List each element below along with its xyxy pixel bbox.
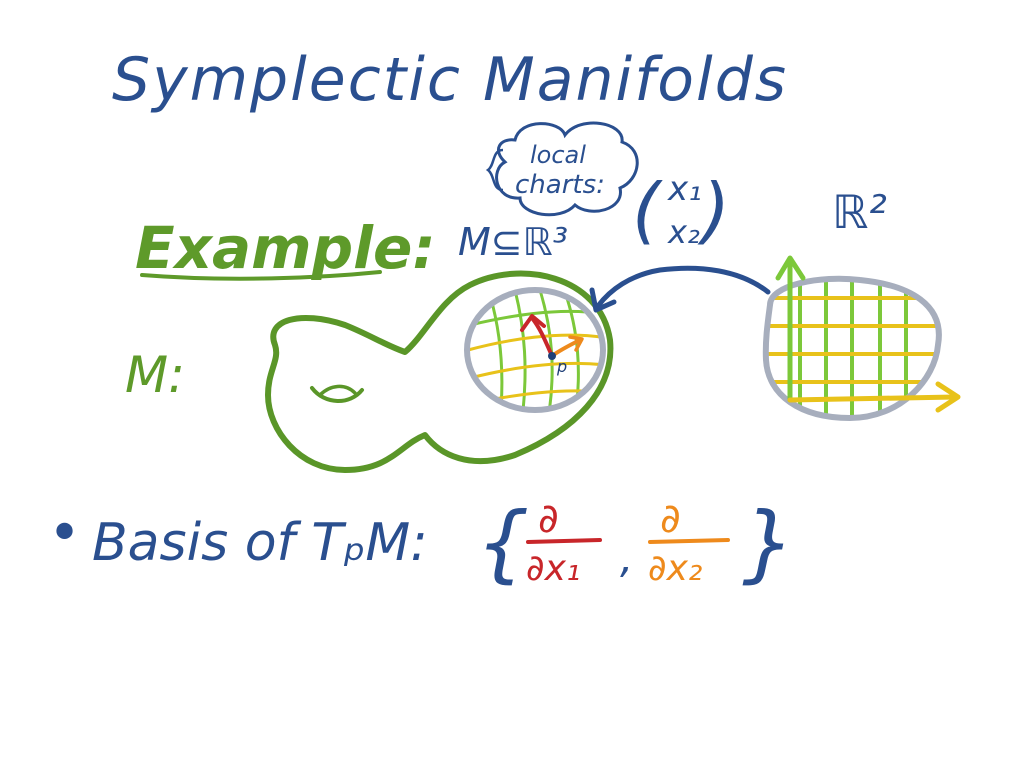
basis-d2-fraction-bar bbox=[648, 538, 730, 544]
manifold-hole-upper bbox=[318, 384, 357, 397]
basis-d2-numerator: ∂ bbox=[660, 496, 681, 542]
basis-d1-denominator: ∂x₁ bbox=[526, 548, 580, 589]
page-title: Symplectic Manifolds bbox=[112, 45, 788, 115]
tangent-vector-x2-head bbox=[568, 335, 584, 352]
example-underline bbox=[140, 270, 382, 281]
chart-map-arrow bbox=[595, 265, 771, 309]
chart-map-arrow-head bbox=[589, 287, 617, 313]
coord-x1: x₁ bbox=[667, 169, 702, 209]
plane-chart-outline bbox=[762, 275, 942, 422]
coords-paren-open: ( bbox=[632, 168, 663, 252]
coords-paren-close: ) bbox=[697, 168, 730, 252]
manifold-outline bbox=[265, 270, 614, 473]
plane-axis-x-head bbox=[935, 381, 961, 413]
coord-x2: x₂ bbox=[667, 213, 700, 251]
patch-grid-green-2 bbox=[513, 290, 527, 410]
basis-comma: , bbox=[620, 533, 633, 582]
patch-grid-yellow-1 bbox=[467, 333, 603, 352]
tangent-vector-x1-head bbox=[520, 314, 546, 332]
manifold-label: M: bbox=[125, 346, 185, 404]
thought-cloud bbox=[495, 121, 639, 217]
chart-patch-on-manifold bbox=[464, 287, 606, 413]
cloud-text-charts: charts: bbox=[515, 170, 605, 200]
basis-d1-numerator: ∂ bbox=[538, 496, 559, 542]
plane-label: ℝ² bbox=[832, 185, 887, 239]
basis-d2-denominator: ∂x₂ bbox=[648, 548, 702, 589]
embedding-label: M⊆ℝ³ bbox=[458, 220, 568, 264]
cloud-text-local: local bbox=[530, 141, 586, 169]
patch-outline bbox=[464, 287, 606, 413]
plane-axis-y-head bbox=[775, 255, 806, 281]
basis-bullet: • bbox=[48, 501, 81, 566]
basis-label: Basis of TₚM: bbox=[92, 513, 428, 573]
point-p bbox=[548, 352, 556, 360]
tangent-vector-x1 bbox=[530, 316, 554, 358]
basis-d1-fraction-bar bbox=[526, 538, 602, 544]
patch-grid-yellow-2 bbox=[469, 362, 603, 380]
point-p-label: p bbox=[556, 357, 567, 376]
plane-axis-x bbox=[787, 394, 958, 403]
manifold-hole-lower bbox=[310, 386, 364, 403]
cloud-brace-left bbox=[485, 148, 504, 192]
basis-brace-close: } bbox=[742, 494, 795, 592]
basis-brace-open: { bbox=[476, 494, 529, 592]
example-label: Example: bbox=[135, 214, 436, 282]
